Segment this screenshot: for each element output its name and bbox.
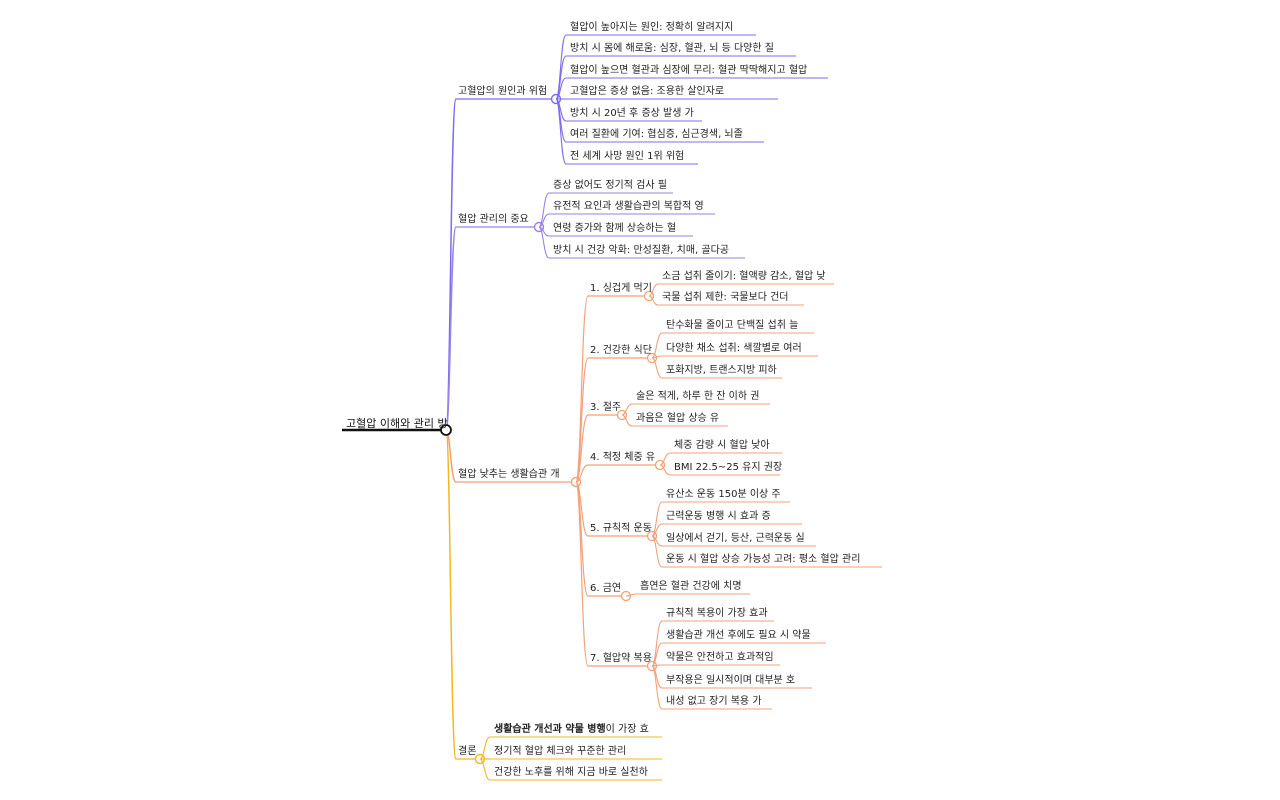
branch-4-connector bbox=[445, 429, 457, 760]
branch-3-topic-2-item-1-label[interactable]: 탄수화물 줄이고 단백질 섭취 늘 bbox=[666, 320, 799, 331]
branch-3-topic-5-item-3-label[interactable]: 일상에서 걷기, 등산, 근력운동 실 bbox=[666, 533, 805, 544]
branch-1-topic-4-label[interactable]: 고혈압은 증상 없음: 조용한 살인자로 bbox=[570, 86, 725, 97]
branch-3-topic-1-connector bbox=[575, 295, 589, 483]
branch-4-topic-1-label-rest: 이 가장 효 bbox=[605, 724, 649, 735]
branch-4-topic-1-connector bbox=[479, 736, 491, 760]
branch-4-label[interactable]: 결론 bbox=[458, 746, 477, 757]
branch-4-topic-2-label[interactable]: 정기적 혈압 체크와 꾸준한 관리 bbox=[494, 746, 627, 757]
branch-3-topic-2-item-1-connector bbox=[651, 332, 663, 359]
branch-1-topic-1-label[interactable]: 혈압이 높아지는 원인: 정확히 알려지지 bbox=[570, 22, 734, 33]
root-node[interactable] bbox=[440, 424, 452, 436]
branch-3-topic-7-item-2-connector bbox=[651, 642, 663, 667]
branch-3-topic-6-item-1-label[interactable]: 흡연은 혈관 건강에 치명 bbox=[640, 581, 742, 592]
branch-3-topic-1-item-2-connector bbox=[648, 295, 659, 306]
branch-1-topic-7-label[interactable]: 전 세계 사망 원인 1위 위험 bbox=[570, 151, 685, 162]
branch-3-topic-7-item-5-label[interactable]: 내성 없고 장기 복용 가 bbox=[666, 696, 762, 707]
branch-3-topic-1-item-1-label[interactable]: 소금 섭취 줄이기: 혈액량 감소, 혈압 낮 bbox=[662, 271, 826, 282]
branch-3-topic-6-item-1-connector bbox=[625, 593, 637, 597]
branch-2-topic-4-label[interactable]: 방치 시 건강 악화: 만성질환, 치매, 골다공 bbox=[553, 245, 729, 256]
branch-3-topic-7-connector bbox=[575, 481, 589, 667]
branch-3-topic-4-item-1-label[interactable]: 체중 감량 시 혈압 낮아 bbox=[674, 440, 770, 451]
branch-3-topic-7-item-3-label[interactable]: 약물은 안전하고 효과적임 bbox=[666, 652, 774, 663]
branch-3-topic-7-item-1-label[interactable]: 규칙적 복용이 가장 효과 bbox=[666, 608, 768, 619]
branch-3-label[interactable]: 혈압 낮추는 생활습관 개 bbox=[458, 469, 560, 480]
branch-1-topic-3-connector bbox=[555, 77, 567, 100]
branch-3-topic-3-item-2-connector bbox=[621, 414, 633, 427]
branch-1-topic-5-label[interactable]: 방치 시 20년 후 증상 발생 가 bbox=[570, 108, 694, 119]
branch-2-label[interactable]: 혈압 관리의 중요 bbox=[458, 214, 529, 225]
branch-3-topic-1-label[interactable]: 1. 싱겁게 먹기 bbox=[590, 283, 652, 294]
branch-3-topic-3-label[interactable]: 3. 절주 bbox=[590, 402, 622, 413]
branch-3-topic-5-item-1-connector bbox=[651, 501, 663, 537]
root-topic-label[interactable]: 고혈압 이해와 관리 방 bbox=[346, 417, 448, 430]
branch-1-topic-1-connector bbox=[555, 34, 567, 100]
branch-4-topic-3-label[interactable]: 건강한 노후를 위해 지금 바로 실천하 bbox=[494, 767, 648, 778]
branch-2-topic-2-label[interactable]: 유전적 요인과 생활습관의 복합적 영 bbox=[553, 201, 704, 212]
branch-3-topic-5-item-4-connector bbox=[651, 535, 663, 568]
branch-3-topic-5-item-4-label[interactable]: 운동 시 혈압 상승 가능성 고려: 평소 혈압 관리 bbox=[666, 554, 861, 565]
branch-1-topic-2-label[interactable]: 방치 시 몸에 해로움: 심장, 혈관, 뇌 등 다양한 질 bbox=[570, 43, 774, 54]
branch-1-topic-3-label[interactable]: 혈압이 높으면 혈관과 심장에 무리: 혈관 딱딱해지고 혈압 bbox=[570, 65, 808, 76]
branch-3-topic-2-label[interactable]: 2. 건강한 식단 bbox=[590, 345, 652, 356]
branch-1-connector bbox=[445, 98, 457, 431]
branch-3-topic-7-item-4-label[interactable]: 부작용은 일시적이며 대부분 호 bbox=[666, 675, 796, 686]
branch-3-topic-4-item-2-connector bbox=[659, 464, 671, 476]
branch-3-topic-6-label[interactable]: 6. 금연 bbox=[590, 583, 622, 594]
branch-3-topic-3-item-1-label[interactable]: 술은 적게, 하루 한 잔 이하 권 bbox=[636, 391, 760, 402]
branch-4-topic-3-connector bbox=[479, 758, 491, 781]
branch-2-topic-3-label[interactable]: 연령 증가와 함께 상승하는 혈 bbox=[553, 223, 677, 234]
branch-4-topic-1-label[interactable]: 생활습관 개선과 약물 병행이 가장 효 bbox=[494, 724, 662, 736]
branch-3-topic-7-label[interactable]: 7. 혈압약 복용 bbox=[590, 653, 652, 664]
branch-3-topic-7-item-5-connector bbox=[651, 665, 663, 710]
branch-3-topic-4-connector bbox=[575, 464, 589, 483]
branch-3-topic-2-item-2-label[interactable]: 다양한 채소 섭취: 색깔별로 여러 bbox=[666, 343, 802, 354]
branch-3-topic-3-connector bbox=[575, 414, 589, 483]
branch-2-topic-1-connector bbox=[538, 192, 550, 228]
branch-3-topic-3-item-2-label[interactable]: 과음은 혈압 상승 유 bbox=[636, 413, 720, 424]
branch-3-topic-2-item-3-label[interactable]: 포화지방, 트랜스지방 피하 bbox=[666, 365, 777, 376]
branch-3-topic-4-item-2-label[interactable]: BMI 22.5~25 유지 권장 bbox=[674, 462, 783, 473]
branch-3-topic-2-item-3-connector bbox=[651, 357, 663, 379]
branch-3-topic-7-item-2-label[interactable]: 생활습관 개선 후에도 필요 시 약물 bbox=[666, 630, 811, 641]
branch-4-topic-1-label-emphasis: 생활습관 개선과 약물 병행 bbox=[494, 724, 606, 735]
branch-3-topic-5-item-1-label[interactable]: 유산소 운동 150분 이상 주 bbox=[666, 489, 781, 500]
branch-3-topic-4-label[interactable]: 4. 적정 체중 유 bbox=[590, 452, 656, 463]
branch-3-topic-5-item-2-label[interactable]: 근력운동 병행 시 효과 증 bbox=[666, 511, 771, 522]
branch-3-topic-5-label[interactable]: 5. 규칙적 운동 bbox=[590, 523, 652, 534]
branch-2-connector bbox=[445, 226, 457, 431]
branch-1-label[interactable]: 고혈압의 원인과 위험 bbox=[458, 86, 548, 97]
branch-2-topic-4-connector bbox=[538, 226, 550, 259]
branch-2-topic-1-label[interactable]: 증상 없어도 정기적 검사 필 bbox=[553, 180, 667, 191]
branch-1-topic-6-label[interactable]: 여러 질환에 기여: 협심증, 심근경색, 뇌졸 bbox=[570, 129, 743, 140]
branch-1-topic-7-connector bbox=[555, 98, 567, 165]
branch-2-topic-2-connector bbox=[538, 213, 550, 228]
branch-3-topic-1-item-2-label[interactable]: 국물 섭취 제한: 국물보다 건더 bbox=[662, 292, 789, 303]
